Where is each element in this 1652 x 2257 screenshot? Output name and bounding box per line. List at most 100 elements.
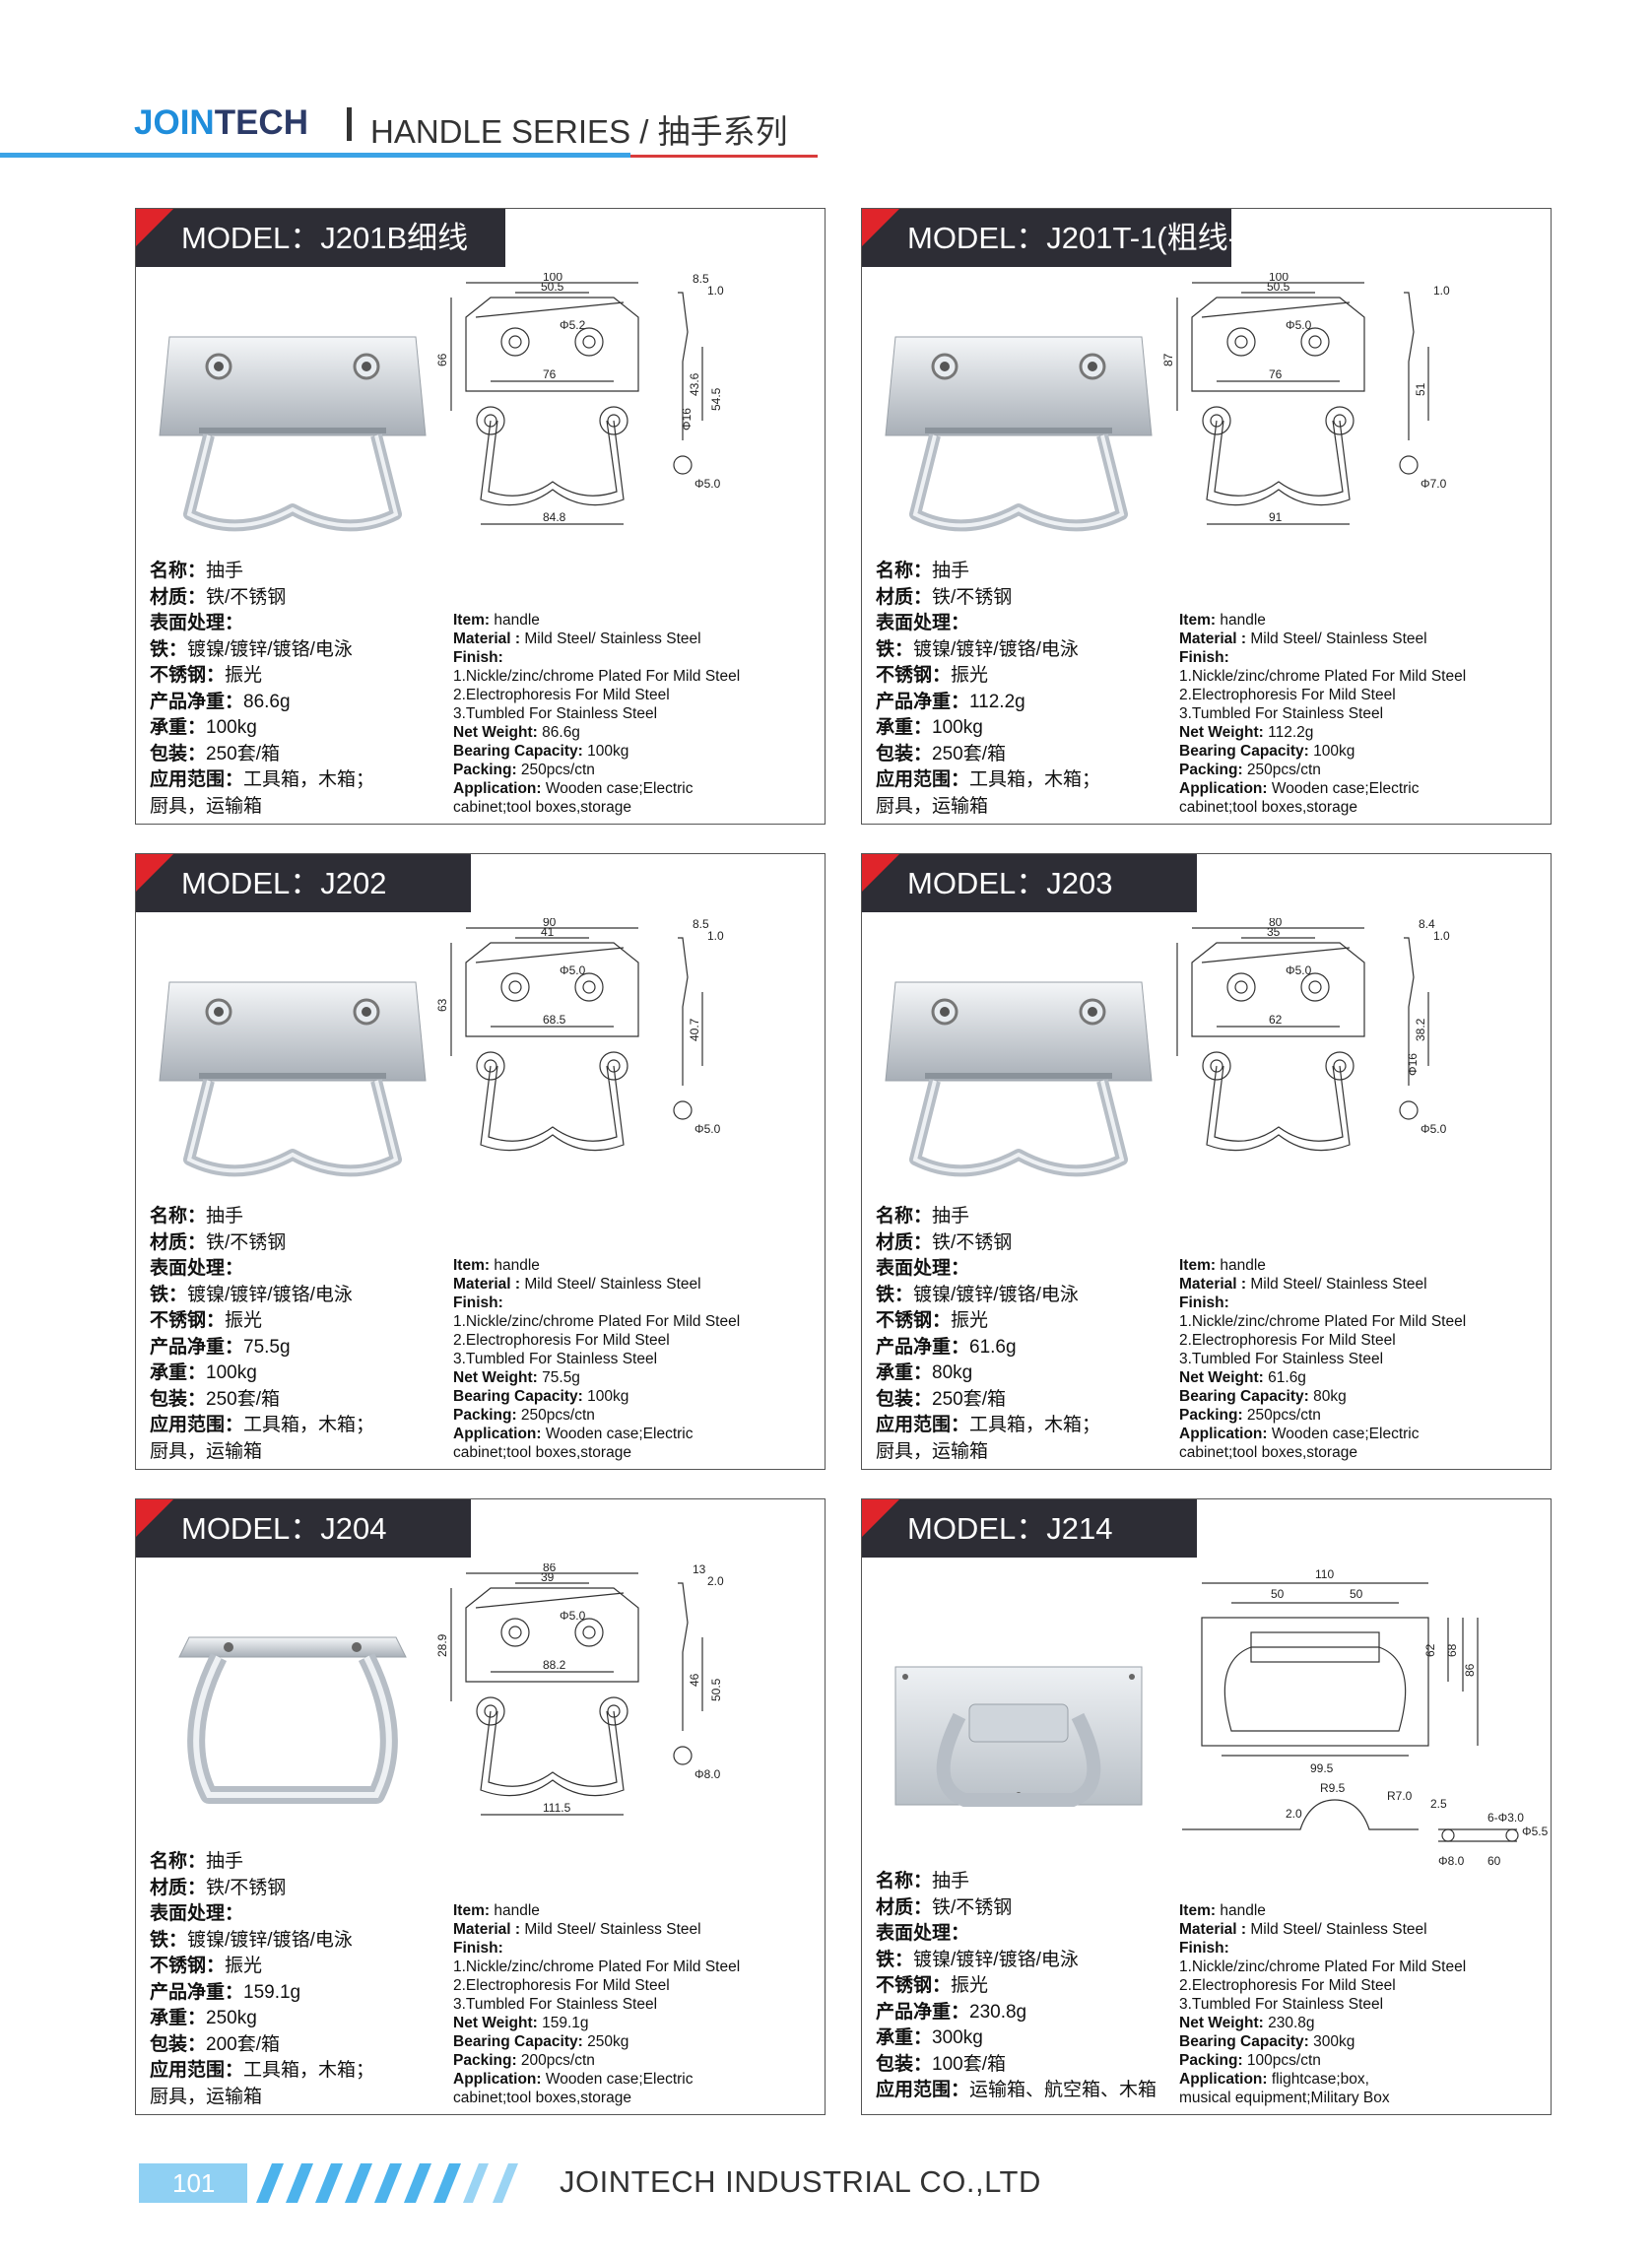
cn-iron: 镀镍/镀锌/镀铬/电泳 [913,638,1079,660]
product-photo [150,943,435,1199]
technical-drawing: 100 50.5 Φ5.2 76 84.8 66 1.0 8.5 43.6 54… [435,270,816,568]
en-material: Mild Steel/ Stainless Steel [524,1921,701,1938]
svg-text:41: 41 [541,925,555,939]
svg-text:Φ5.0: Φ5.0 [1421,1122,1447,1136]
svg-text:62: 62 [1269,1013,1283,1027]
svg-text:Φ5.0: Φ5.0 [1286,318,1312,332]
product-photo [876,298,1161,554]
svg-text:8.5: 8.5 [693,918,709,931]
en-label-item: Item: [453,612,491,629]
cn-packing: 100套/箱 [932,2053,1006,2075]
svg-text:91: 91 [1269,510,1283,524]
en-weight: 159.1g [542,2015,589,2031]
en-label-material: Material : [1179,631,1247,647]
en-application: flightcase;box, [1271,2071,1369,2088]
cn-material: 铁/不锈钢 [932,1896,1013,1918]
spec-en: Item: handle Material : Mild Steel/ Stai… [1179,611,1549,817]
svg-text:76: 76 [543,367,557,381]
en-label-application: Application: [1179,1426,1268,1442]
cn-packing: 250套/箱 [932,743,1006,764]
en-finish-1: 1.Nickle/zinc/chrome Plated For Mild Ste… [1179,1313,1467,1330]
en-finish-2: 2.Electrophoresis For Mild Steel [1179,687,1396,703]
cn-iron: 镀镍/镀锌/镀铬/电泳 [913,1949,1079,1970]
cn-iron: 镀镍/镀锌/镀铬/电泳 [187,638,353,660]
en-finish-2: 2.Electrophoresis For Mild Steel [453,1977,670,1994]
cn-bearing: 80kg [932,1362,973,1383]
spec-cn: 名称：抽手 材质：铁/不锈钢 表面处理： 铁：镀镍/镀锌/镀铬/电泳 不锈钢：振… [150,559,445,820]
cn-label-weight: 产品净重： [876,2001,970,2023]
product-panel: MODEL：J201T-1(粗线-1) [861,208,1552,825]
en-finish-1: 1.Nickle/zinc/chrome Plated For Mild Ste… [453,668,741,685]
en-label-material: Material : [453,631,521,647]
model-tab: MODEL：J201B细线 [136,209,505,267]
svg-text:46: 46 [688,1673,701,1687]
en-label-finish: Finish: [453,1940,503,1957]
en-bearing: 100kg [1313,743,1355,760]
model-tab: MODEL：J202 [136,854,471,912]
cn-stainless: 振光 [951,665,989,686]
cn-weight: 86.6g [243,691,291,712]
cn-bearing: 100kg [206,1362,257,1383]
svg-text:54.5: 54.5 [709,387,723,411]
cn-label-surface: 表面处理： [150,1258,244,1279]
cn-application: 工具箱，木箱； [243,2060,375,2081]
en-label-packing: Packing: [1179,2052,1243,2069]
en-bearing: 80kg [1313,1388,1347,1405]
svg-text:R9.5: R9.5 [1320,1781,1346,1795]
en-application-2: musical equipment;Military Box [1179,2090,1390,2106]
technical-drawing: 90 41 Φ5.0 68.5 63 1.0 8.5 40.7 Φ5.0 [435,915,816,1214]
svg-text:50: 50 [1350,1587,1363,1601]
cn-label-stainless: 不锈钢： [876,1310,952,1331]
svg-text:8.5: 8.5 [693,273,709,286]
svg-text:88.2: 88.2 [543,1658,566,1672]
svg-text:63: 63 [436,998,449,1012]
en-finish-2: 2.Electrophoresis For Mild Steel [1179,1977,1396,1994]
cn-name: 抽手 [932,1871,970,1892]
en-application-2: cabinet;tool boxes,storage [453,2090,631,2106]
model-title: MODEL：J204 [181,1511,387,1546]
product-panel: MODEL：J203 [861,853,1552,1470]
en-packing: 250pcs/ctn [520,1407,595,1424]
en-weight: 86.6g [542,724,580,741]
svg-text:68: 68 [1445,1643,1459,1657]
header-underline-red [630,155,818,158]
en-application: Wooden case;Electric [545,1426,694,1442]
en-label-application: Application: [1179,2071,1268,2088]
spec-en: Item: handle Material : Mild Steel/ Stai… [1179,1901,1549,2107]
cn-application-2: 厨具，运输箱 [150,2086,263,2107]
en-label-weight: Net Weight: [1179,2015,1264,2031]
cn-label-weight: 产品净重： [876,691,970,712]
page-number: 101 [139,2163,247,2203]
en-bearing: 100kg [587,1388,629,1405]
svg-text:51: 51 [1414,382,1427,396]
cn-label-stainless: 不锈钢： [876,665,952,686]
cn-iron: 镀镍/镀锌/镀铬/电泳 [187,1929,353,1951]
en-packing: 250pcs/ctn [1246,762,1321,778]
en-packing: 250pcs/ctn [520,762,595,778]
tab-corner-accent [862,209,899,246]
cn-label-iron: 铁： [876,638,914,660]
brand-logo: JOINTECH [134,103,308,143]
product-panel: MODEL：J214 [861,1498,1552,2115]
cn-application: 工具箱，木箱； [969,769,1101,790]
technical-drawing: 80 35 Φ5.0 62 1.0 8.4 38.2 Φ16 Φ5.0 [1162,915,1542,1214]
svg-text:R7.0: R7.0 [1387,1789,1413,1803]
en-label-weight: Net Weight: [1179,1369,1264,1386]
cn-label-application: 应用范围： [150,769,244,790]
model-tab: MODEL：J203 [862,854,1197,912]
en-finish-3: 3.Tumbled For Stainless Steel [453,1996,658,2013]
svg-text:2.0: 2.0 [707,1574,724,1588]
svg-text:80: 80 [1269,918,1283,929]
en-label-bearing: Bearing Capacity: [1179,743,1309,760]
cn-label-bearing: 承重： [876,2027,933,2048]
cn-stainless: 振光 [225,665,263,686]
cn-name: 抽手 [206,1851,244,1872]
cn-label-surface: 表面处理： [876,1258,970,1279]
series-title: HANDLE SERIES / 抽手系列 [370,113,788,150]
model-tab: MODEL：J201T-1(粗线-1) [862,209,1265,267]
cn-label-iron: 铁： [150,1929,188,1951]
cn-label-name: 名称： [876,1206,933,1227]
en-label-packing: Packing: [453,762,517,778]
model-title: MODEL：J201B细线 [181,221,469,255]
